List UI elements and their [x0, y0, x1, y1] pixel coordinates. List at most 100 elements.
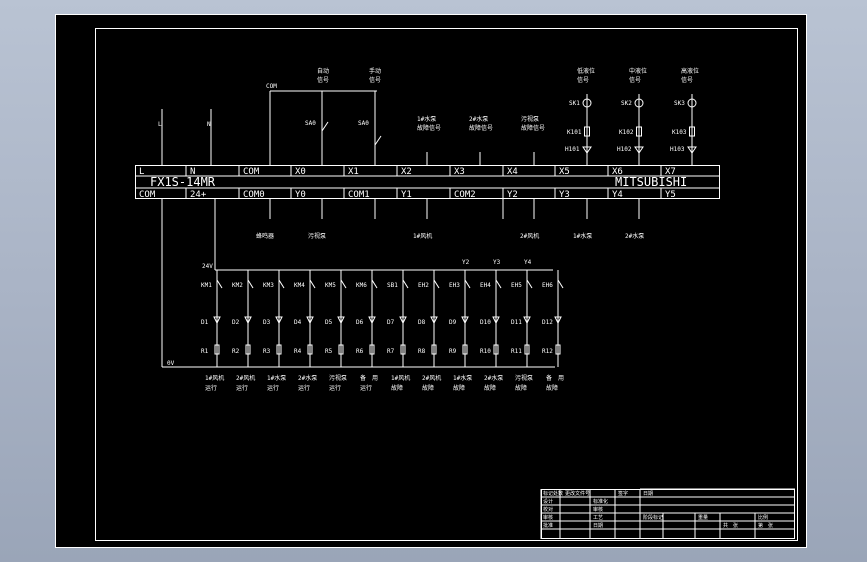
relay-label: K102	[619, 129, 634, 136]
contact-icon	[247, 279, 254, 289]
contact-label: KM2	[232, 282, 243, 289]
resistor-icon	[400, 344, 406, 355]
contact-icon	[433, 279, 440, 289]
resistor-icon	[276, 344, 282, 355]
indicator-diode-icon	[582, 146, 592, 154]
plc-input-x2: X2	[401, 167, 412, 177]
contact-label: KM1	[201, 282, 212, 289]
contact-icon	[495, 279, 502, 289]
contact-icon	[309, 279, 316, 289]
inner-border	[95, 28, 798, 541]
diode-label: D4	[294, 319, 302, 326]
plc-input-x5: X5	[559, 167, 570, 177]
led-icon	[554, 316, 562, 325]
sa0-auto: SA0	[305, 120, 316, 127]
title-cell: 比例	[758, 514, 768, 521]
contact-label: EH5	[511, 282, 522, 289]
com-label: COM	[266, 83, 277, 90]
auto-signal-label: 自动信号	[317, 67, 329, 84]
mid-level-label: 中液位信号	[629, 67, 647, 84]
sa0-manual: SA0	[358, 120, 369, 127]
diode-label: D11	[511, 319, 522, 326]
sensor-label: SK1	[569, 100, 580, 107]
relay-coil-icon	[584, 126, 590, 137]
channel-label: 2#风机故障	[422, 374, 441, 392]
contact-icon	[402, 279, 409, 289]
resistor-icon	[338, 344, 344, 355]
resistor-icon	[245, 344, 251, 355]
resistor-icon	[462, 344, 468, 355]
resistor-label: R3	[263, 348, 271, 355]
ladder-top-mark: Y4	[524, 259, 532, 266]
title-cell: 审核	[543, 514, 553, 521]
plc-output-y2: Y2	[507, 190, 518, 200]
ladder-top-mark: Y2	[462, 259, 470, 266]
diode-label: D9	[449, 319, 457, 326]
resistor-icon	[369, 344, 375, 355]
led-icon	[461, 316, 469, 325]
led-icon	[399, 316, 407, 325]
plc-output-com1: COM1	[348, 190, 370, 200]
resistor-label: R2	[232, 348, 240, 355]
contact-label: KM4	[294, 282, 305, 289]
channel-label: 2#水泵故障	[484, 374, 503, 392]
contact-icon	[464, 279, 471, 289]
relay-coil-icon	[636, 126, 642, 137]
channel-label: 备 用运行	[360, 374, 378, 392]
resistor-icon	[431, 344, 437, 355]
resistor-label: R11	[511, 348, 522, 355]
indicator-ladder: 24V 0V KM1D1R11#风机运行KM2D2R22#风机运行KM3D3R3…	[161, 198, 564, 392]
title-cell: 批准	[543, 522, 553, 529]
resistor-label: R9	[449, 348, 457, 355]
diode-label: D7	[387, 319, 395, 326]
title-cell: 更改文件号	[565, 490, 590, 497]
plc-output-y5: Y5	[665, 190, 676, 200]
contact-label: EH4	[480, 282, 491, 289]
title-cell: 校对	[543, 506, 553, 513]
plc-output-24plus: 24+	[190, 190, 207, 200]
led-icon	[430, 316, 438, 325]
plc-output-com: COM	[139, 190, 156, 200]
led-icon	[368, 316, 376, 325]
level-sensor-icon	[582, 98, 592, 108]
resistor-label: R6	[356, 348, 364, 355]
title-cell: 共 张	[723, 522, 738, 529]
diode-label: D8	[418, 319, 426, 326]
output-label: 2#水泵	[625, 232, 644, 240]
output-label: 蜂鸣器	[256, 232, 274, 240]
resistor-icon	[524, 344, 530, 355]
plc-output-y3: Y3	[559, 190, 570, 200]
diode-label: D5	[325, 319, 333, 326]
contact-icon	[526, 279, 533, 289]
indicator-diode-icon	[687, 146, 697, 154]
plc-model: FX1S-14MR	[150, 175, 216, 189]
zero-volt: 0V	[167, 360, 175, 367]
contact-icon	[278, 279, 285, 289]
supply-24v: 24V	[202, 263, 213, 270]
plc-input-n: N	[190, 167, 195, 177]
title-cell: 标记处数	[543, 490, 563, 497]
resistor-label: R5	[325, 348, 333, 355]
title-cell: 设计	[543, 498, 553, 505]
title-cell: 日期	[643, 491, 653, 497]
resistor-label: R10	[480, 348, 491, 355]
plc-output-com2: COM2	[454, 190, 476, 200]
resistor-icon	[493, 344, 499, 355]
contact-icon	[340, 279, 347, 289]
resistor-label: R12	[542, 348, 553, 355]
diode-label: D10	[480, 319, 491, 326]
output-label: 2#风机	[520, 232, 539, 240]
resistor-icon	[214, 344, 220, 355]
plc-input-com: COM	[243, 167, 260, 177]
resistor-label: R7	[387, 348, 395, 355]
led-icon	[492, 316, 500, 325]
contact-icon	[216, 279, 223, 289]
level-sensor-icon	[634, 98, 644, 108]
resistor-label: R4	[294, 348, 302, 355]
manual-signal-label: 手动信号	[369, 67, 381, 84]
plc-output-com0: COM0	[243, 190, 265, 200]
line-l-label: L	[158, 121, 162, 128]
led-icon	[337, 316, 345, 325]
